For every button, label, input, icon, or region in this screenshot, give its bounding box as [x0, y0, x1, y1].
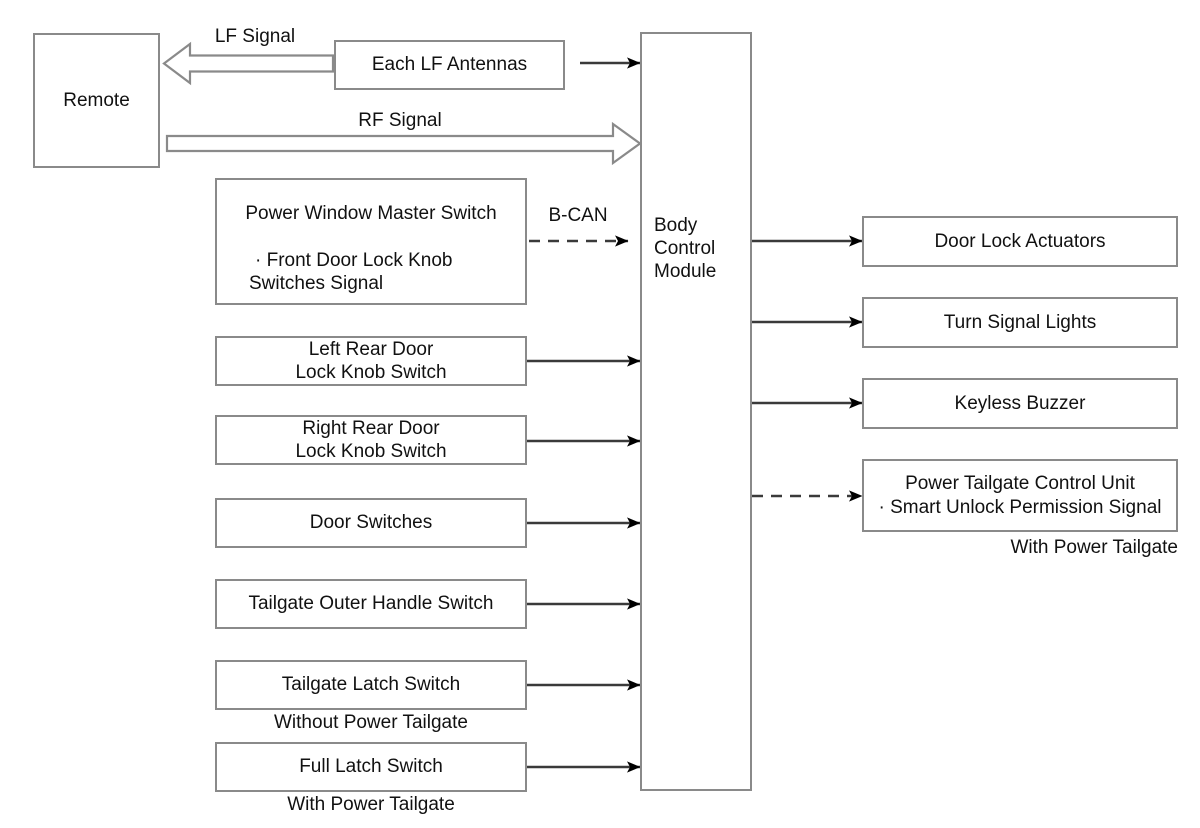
box-full-latch-switch[interactable]: Full Latch Switch: [215, 742, 527, 792]
box-right-rear-door-lock-knob-switch[interactable]: Right Rear Door Lock Knob Switch: [215, 415, 527, 465]
pwms-line2: · Front Door Lock Knob: [255, 250, 453, 272]
pwms-line1: Power Window Master Switch: [245, 203, 497, 224]
box-left-rear-door-lock-knob-switch[interactable]: Left Rear Door Lock Knob Switch: [215, 336, 527, 386]
door-lock-actuators-label: Door Lock Actuators: [934, 230, 1106, 252]
turn-signal-lights-label: Turn Signal Lights: [943, 311, 1097, 333]
bcm-label-line3: Module: [654, 261, 717, 283]
box-keyless-buzzer[interactable]: Keyless Buzzer: [862, 378, 1178, 429]
box-remote[interactable]: Remote: [33, 33, 160, 168]
pwms-line3: Switches Signal: [249, 273, 384, 295]
connector-lf-signal-block-arrow: [162, 41, 335, 86]
right-rear-door-line1: Right Rear Door: [302, 417, 440, 439]
tailgate-outer-handle-label: Tailgate Outer Handle Switch: [248, 593, 494, 615]
connector-rf-signal-block-arrow: [165, 121, 642, 166]
label-lf-signal: LF Signal: [214, 26, 296, 47]
bcm-label-line2: Control: [654, 238, 716, 260]
label-b-can: B-CAN: [548, 205, 608, 226]
box-tailgate-outer-handle-switch[interactable]: Tailgate Outer Handle Switch: [215, 579, 527, 629]
box-door-switches[interactable]: Door Switches: [215, 498, 527, 548]
box-power-window-master-switch[interactable]: Power Window Master Switch · Front Door …: [215, 178, 527, 305]
box-remote-label: Remote: [63, 89, 130, 111]
box-body-control-module[interactable]: Body Control Module: [640, 32, 752, 791]
box-lf-antennas[interactable]: Each LF Antennas: [334, 40, 565, 90]
box-power-tailgate-control-unit[interactable]: Power Tailgate Control Unit · Smart Unlo…: [862, 459, 1178, 532]
label-rf-signal: RF Signal: [358, 110, 442, 131]
full-latch-label: Full Latch Switch: [299, 756, 443, 778]
door-switches-label: Door Switches: [309, 512, 433, 534]
keyless-buzzer-label: Keyless Buzzer: [954, 392, 1086, 414]
label-with-power-tailgate-left: With Power Tailgate: [287, 794, 455, 815]
left-rear-door-line1: Left Rear Door: [308, 338, 434, 360]
ptcu-line2: · Smart Unlock Permission Signal: [878, 496, 1162, 518]
ptcu-line1: Power Tailgate Control Unit: [905, 473, 1135, 495]
box-tailgate-latch-switch[interactable]: Tailgate Latch Switch: [215, 660, 527, 710]
bcm-label-line1: Body: [654, 215, 698, 236]
box-door-lock-actuators[interactable]: Door Lock Actuators: [862, 216, 1178, 267]
tailgate-latch-label: Tailgate Latch Switch: [281, 674, 461, 696]
label-without-power-tailgate: Without Power Tailgate: [274, 712, 468, 733]
left-rear-door-line2: Lock Knob Switch: [295, 362, 447, 383]
label-with-power-tailgate-right: With Power Tailgate: [1010, 537, 1178, 558]
box-turn-signal-lights[interactable]: Turn Signal Lights: [862, 297, 1178, 348]
right-rear-door-line2: Lock Knob Switch: [295, 441, 447, 462]
box-lf-antennas-label: Each LF Antennas: [371, 54, 528, 76]
